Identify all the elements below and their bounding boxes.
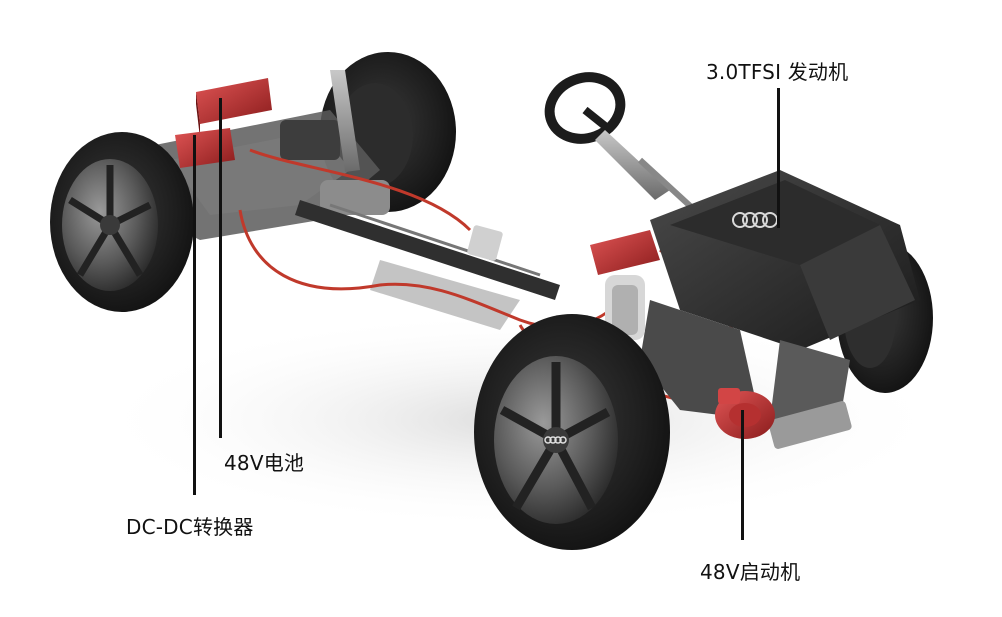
dcdc-leader-line bbox=[193, 135, 196, 495]
starter-label: 48V启动机 bbox=[700, 560, 801, 584]
driveshaft bbox=[295, 200, 560, 330]
dcdc-label: DC-DC转换器 bbox=[126, 515, 254, 539]
steering-wheel bbox=[544, 72, 703, 218]
rear-left-wheel bbox=[50, 132, 194, 312]
battery-label: 48V电池 bbox=[224, 451, 305, 475]
front-strut-module bbox=[590, 230, 660, 340]
engine-label: 3.0TFSI 发动机 bbox=[706, 60, 849, 84]
wheel-audi-rings-logo bbox=[544, 436, 567, 444]
3-0tfsi-engine bbox=[640, 170, 920, 449]
battery-leader-line bbox=[219, 98, 222, 438]
front-left-wheel bbox=[474, 314, 670, 550]
engine-leader-line bbox=[777, 88, 780, 228]
starter-leader-line bbox=[741, 410, 744, 540]
48v-starter bbox=[715, 388, 775, 439]
